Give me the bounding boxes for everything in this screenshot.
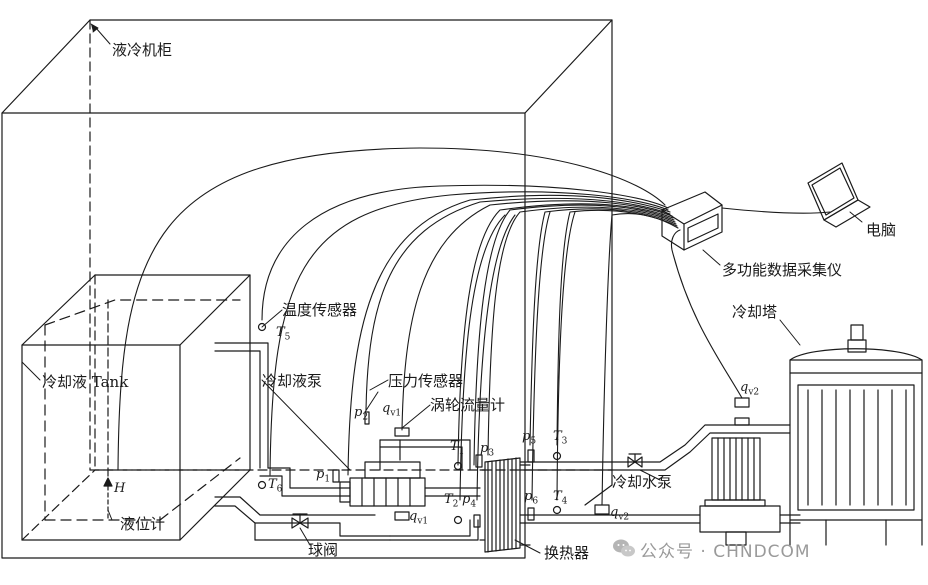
symbol-T5: T5: [276, 326, 290, 345]
coolant-pipes: [214, 342, 481, 541]
symbol-base: T: [268, 477, 277, 492]
symbol-p2: p2: [354, 406, 368, 425]
symbol-sub: 6: [276, 484, 283, 495]
label-coolant-pump: 冷却液泵: [262, 372, 323, 390]
symbol-sub: 1: [324, 474, 331, 485]
ball-valve-icon: [291, 513, 309, 529]
symbol-sub: 5: [530, 436, 537, 447]
symbol-p4: p4: [462, 493, 476, 512]
label-tank: 冷却液 Tank: [42, 373, 129, 391]
symbol-base: p: [354, 405, 363, 420]
symbol-base: q: [740, 380, 749, 395]
symbol-sub: v2: [748, 387, 760, 398]
symbol-qv1-bottom: qv1: [409, 510, 428, 529]
symbol-sub: 3: [561, 436, 568, 447]
symbol-p6: p6: [524, 490, 538, 509]
symbol-H: H: [114, 482, 125, 496]
symbol-sub: 5: [284, 332, 291, 343]
symbol-base: T: [276, 325, 285, 340]
label-cooling-tower: 冷却塔: [732, 303, 778, 321]
label-daq: 多功能数据采集仪: [722, 261, 843, 279]
symbol-sub: 4: [561, 496, 568, 507]
symbol-T1: T1: [450, 440, 464, 459]
symbol-base: p: [480, 441, 489, 456]
symbol-sub: v2: [618, 512, 630, 523]
label-turbine-flowmeter: 涡轮流量计: [430, 396, 506, 414]
coolant-pump: [339, 461, 426, 507]
computer-icon: [807, 162, 871, 228]
symbol-p3: p3: [480, 442, 494, 461]
symbol-p1: p1: [316, 468, 330, 487]
symbol-base: T: [450, 439, 459, 454]
symbol-T4: T4: [553, 490, 567, 509]
label-computer: 电脑: [866, 221, 897, 239]
label-cabinet: 液冷机柜: [112, 41, 173, 59]
symbol-base: T: [553, 429, 562, 444]
label-temp-sensor: 温度传感器: [282, 301, 358, 319]
label-level-gauge: 液位计: [120, 515, 166, 533]
symbol-T2: T2: [444, 493, 458, 512]
symbol-p5: p5: [522, 430, 536, 449]
symbol-base: p: [462, 492, 471, 507]
symbol-sub: 3: [488, 448, 495, 459]
data-acquisition-unit: [661, 191, 723, 251]
symbol-sub: 6: [532, 496, 539, 507]
symbol-base: q: [610, 505, 619, 520]
cooling-water-pump: [699, 437, 781, 546]
symbol-base: p: [524, 489, 533, 504]
symbol-T3: T3: [553, 430, 567, 449]
symbol-sub: 2: [362, 412, 369, 423]
symbol-qv1-top: qv1: [382, 402, 401, 421]
label-pressure-sensor: 压力传感器: [388, 372, 464, 390]
coolant-tank: [21, 274, 251, 541]
symbol-sub: 4: [470, 499, 477, 510]
symbol-sub: 1: [458, 446, 465, 457]
symbol-base: q: [409, 509, 418, 524]
symbol-base: H: [114, 481, 126, 496]
symbol-qv2-bottom: qv2: [610, 506, 629, 525]
symbol-T6: T6: [268, 478, 282, 497]
label-ball-valve: 球阀: [308, 541, 339, 559]
symbol-base: q: [382, 401, 391, 416]
symbol-base: T: [553, 489, 562, 504]
label-heat-exchanger: 换热器: [544, 544, 590, 562]
cooling-water-pipes: [519, 424, 801, 524]
symbol-sub: 2: [452, 499, 459, 510]
cooling-tower: [789, 324, 923, 546]
watermark-text: 公众号 · CHNDCOM: [640, 542, 811, 562]
wechat-icon: [613, 539, 635, 557]
cooling-water-valve-icon: [627, 453, 643, 468]
symbol-base: T: [444, 492, 453, 507]
sensor-cables: [117, 147, 831, 506]
symbol-qv2-top: qv2: [740, 381, 759, 400]
leader-lines: [21, 23, 863, 554]
label-cooling-water-pump: 冷却水泵: [612, 473, 673, 491]
symbol-base: p: [316, 467, 325, 482]
sensor-markers: [257, 322, 750, 528]
heat-exchanger: [479, 457, 531, 553]
symbol-base: p: [522, 429, 531, 444]
symbol-sub: v1: [417, 516, 429, 527]
symbol-sub: v1: [390, 408, 402, 419]
